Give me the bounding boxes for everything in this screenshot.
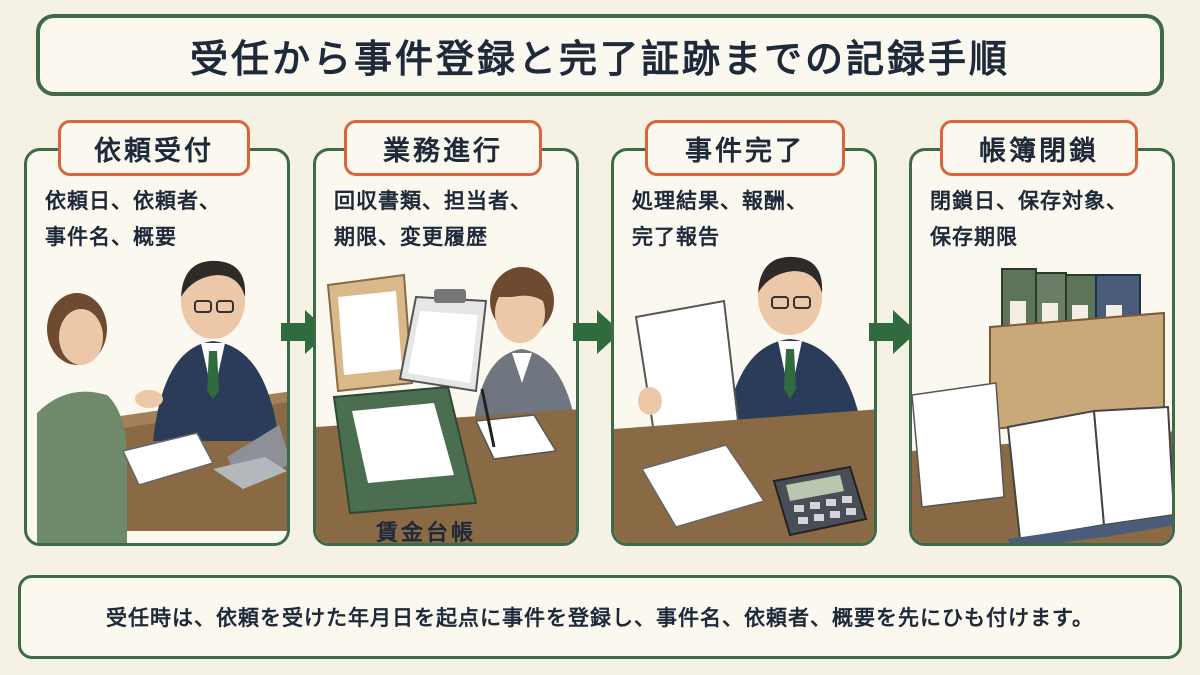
step-description: 閉鎖日、保存対象、 保存期限 bbox=[930, 189, 1128, 249]
ledger-label: 賃金台帳 bbox=[376, 521, 477, 546]
document-review-illustration bbox=[316, 267, 576, 543]
archive-storage-illustration bbox=[912, 268, 1172, 543]
caption-box: 受任時は、依頼を受けた年月日を起点に事件を登録し、事件名、依頼者、概要を先にひも… bbox=[18, 575, 1182, 659]
step-description: 処理結果、報酬、 完了報告 bbox=[632, 189, 808, 249]
step-label-intake: 依頼受付 bbox=[58, 120, 250, 176]
client-consultation-illustration bbox=[37, 260, 287, 543]
arrow-right-icon bbox=[869, 310, 917, 354]
step-panel-intake: 依頼日、依頼者、 事件名、概要 bbox=[24, 148, 290, 546]
step-panel-progress: 回収書類、担当者、 期限、変更履歴 賃金台帳 bbox=[313, 148, 579, 546]
caption-text: 受任時は、依頼を受けた年月日を起点に事件を登録し、事件名、依頼者、概要を先にひも… bbox=[106, 606, 1094, 630]
step-description: 依頼日、依頼者、 事件名、概要 bbox=[45, 189, 221, 249]
step-panel-closure: 閉鎖日、保存対象、 保存期限 bbox=[909, 148, 1175, 546]
arrow-right-icon bbox=[573, 310, 621, 354]
step-panel-completion: 処理結果、報酬、 完了報告 bbox=[611, 148, 877, 546]
title-banner: 受任から事件登録と完了証跡までの記録手順 bbox=[36, 14, 1164, 96]
step-label-progress: 業務進行 bbox=[344, 120, 542, 176]
page-title: 受任から事件登録と完了証跡までの記録手順 bbox=[189, 36, 1010, 81]
step-description: 回収書類、担当者、 期限、変更履歴 bbox=[334, 189, 532, 249]
step-label-completion: 事件完了 bbox=[645, 120, 845, 176]
completion-report-illustration bbox=[614, 256, 874, 543]
step-label-closure: 帳簿閉鎖 bbox=[940, 120, 1138, 176]
